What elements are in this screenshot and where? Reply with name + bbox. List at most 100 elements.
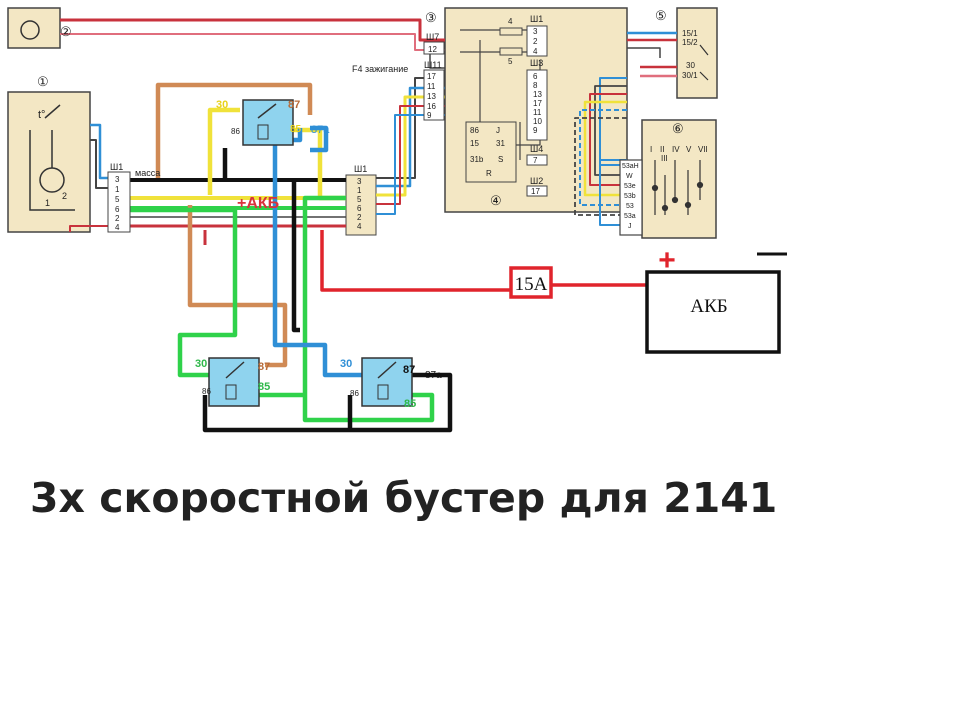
relay-br-contact [377, 361, 397, 379]
label-right-pin-7: 9 [533, 126, 538, 135]
pins-w2 [526, 185, 548, 197]
wire-black-2 [202, 372, 453, 433]
label-temp: t° [38, 109, 45, 121]
label-relay4-31b: 31b [470, 155, 484, 164]
wire-left-4 [376, 105, 445, 205]
label-right-pin-2: 8 [533, 81, 538, 90]
battery-minus: — [757, 236, 787, 269]
label-top-pin-2: 2 [533, 37, 538, 46]
label-ign-num: ⑤ [655, 8, 667, 23]
relay-4-box [465, 121, 517, 183]
akb-plus-label: +АКБ [237, 195, 279, 212]
label-ign-pin-3: 30 [686, 61, 695, 70]
label-block-w11: Ш11 [424, 60, 442, 70]
relay-bl-coil [225, 384, 237, 400]
booster-wiring [128, 82, 647, 433]
wire-red-fuse [320, 230, 512, 292]
label-ign-pin-4: 30/1 [682, 71, 698, 80]
label-motor-pin-5: 2 [115, 214, 120, 223]
battery-plus: + [658, 244, 676, 277]
diagram-title: 3х скоростной бустер для 2141 [30, 474, 778, 522]
label-ign-pin-2: 15/2 [682, 38, 698, 47]
mount-block-internals [423, 25, 548, 197]
label-relay4-S: S [498, 155, 503, 164]
washer-box [7, 7, 61, 49]
label-center-pin-3: 5 [357, 195, 362, 204]
wire-yellow-top [207, 107, 240, 195]
label-washer-num: ② [60, 24, 72, 39]
pins-w4 [526, 154, 548, 166]
label-motor-pin-2: 1 [115, 185, 120, 194]
label-ss-pin-3: 53e [624, 183, 636, 190]
relay-bl-30: 30 [195, 358, 207, 370]
wire-brown-down [187, 205, 288, 368]
label-center-pin-4: 6 [357, 204, 362, 213]
label-left-pin-1: 17 [427, 72, 436, 81]
relay-bottom-left [208, 357, 260, 407]
ss-lines [654, 160, 701, 215]
label-fuse-5: 5 [508, 57, 513, 66]
relay-br-86: 86 [350, 389, 359, 398]
wire-motor-1 [90, 123, 112, 180]
wire-brown-top [155, 82, 313, 178]
wire-motor-2 [90, 139, 112, 189]
relay-br-body [361, 357, 413, 407]
label-ss-pin-1: 53aH [622, 163, 639, 170]
relay-top [242, 99, 294, 146]
wire-green-main [128, 207, 238, 378]
label-block-w3: Ш3 [530, 58, 543, 68]
label-w4-pin: 7 [533, 156, 538, 165]
relay-top-86: 86 [231, 127, 240, 136]
label-ss-pin-2: W [626, 173, 633, 180]
ignition-internals [699, 44, 709, 81]
label-block-w1: Ш1 [530, 14, 543, 24]
label-w2-pin: 17 [531, 187, 540, 196]
relay-br-coil [377, 384, 389, 400]
fuse-box [509, 266, 553, 299]
wire-blue-main [272, 128, 362, 378]
label-relay4-31: 31 [496, 139, 505, 148]
label-right-pin-6: 10 [533, 117, 542, 126]
relay-top-87: 87 [288, 99, 300, 111]
label-left-pin-2: 11 [427, 82, 436, 91]
label-right-pin-4: 17 [533, 99, 542, 108]
label-top-pin-3: 4 [533, 47, 538, 56]
label-motor-pin-1: 3 [115, 175, 120, 184]
relay-top-coil [257, 124, 269, 140]
relay-br-85: 85 [404, 398, 416, 410]
relay-top-85: 85 [290, 124, 302, 135]
relay-top-30: 30 [216, 99, 228, 111]
label-motor-pin-3: 5 [115, 195, 120, 204]
pins-w1-top [526, 25, 548, 57]
fuse-4 [499, 27, 523, 36]
label-relay4-15: 15 [470, 139, 479, 148]
washer-internals [20, 20, 40, 40]
relay-br-30: 30 [340, 358, 352, 370]
pins-w7 [423, 41, 445, 55]
label-block-w4: Ш4 [530, 144, 543, 154]
wire-motor-3 [69, 225, 112, 232]
label-fuse-4: 4 [508, 17, 513, 26]
label-relay4-R: R [486, 169, 492, 178]
fuse-label: 15А [515, 274, 548, 295]
relay-bl-contact [225, 361, 245, 379]
wire-right-5 [579, 109, 642, 206]
label-center-pin-2: 1 [357, 186, 362, 195]
label-right-pin-3: 13 [533, 90, 542, 99]
relay-bottom-right [361, 357, 413, 407]
motor-lines [29, 104, 75, 211]
battery-box [645, 270, 781, 354]
label-ss-pos-4: V [686, 145, 692, 154]
label-motor-pin-4: 6 [115, 205, 120, 214]
label-left-pin-3: 13 [427, 92, 436, 101]
label-ss-pos-1: I [650, 145, 652, 154]
wire-right-4 [583, 100, 642, 197]
label-motor-num: ① [37, 74, 49, 89]
steering-switch-box [641, 119, 717, 239]
relay-bl-85: 85 [258, 381, 270, 393]
ss-pins [619, 159, 643, 236]
label-ss-pos-6: III [661, 154, 668, 163]
pins-right [526, 69, 548, 141]
wire-green-right [302, 195, 435, 423]
